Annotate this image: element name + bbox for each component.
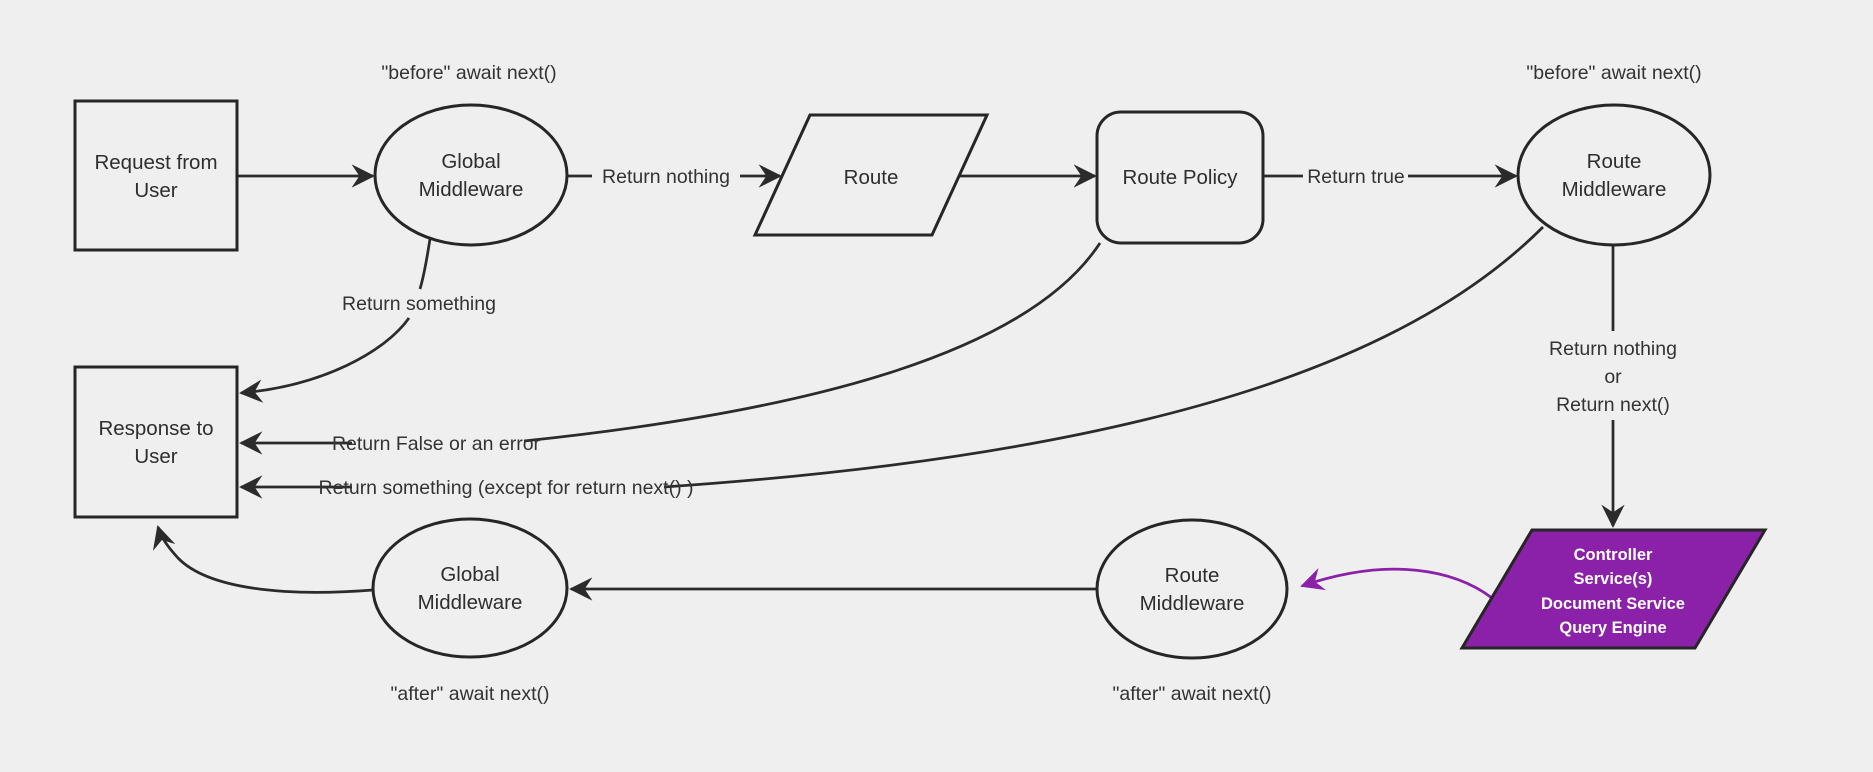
edge-route-policy-return-false-curve bbox=[523, 242, 1102, 443]
edge-global-middleware-return-something-stub bbox=[418, 238, 432, 290]
node-global-middleware-top-label-line1: Global bbox=[441, 150, 500, 173]
node-controller-services-label-line1: Controller bbox=[1574, 546, 1653, 564]
node-route-policy bbox=[1095, 110, 1265, 245]
edge-label-return-nothing-top: Return nothing bbox=[602, 166, 730, 188]
edge-label-return-nothing-or-line2: or bbox=[1604, 366, 1622, 388]
edge-label-return-nothing-or-line3: Return next() bbox=[1556, 394, 1670, 416]
edge-label-before-await-next-left: "before" await next() bbox=[381, 62, 556, 84]
edge-label-return-something-except: Return something (except for return next… bbox=[319, 477, 694, 499]
node-controller-services bbox=[1459, 528, 1768, 650]
edge-label-return-true: Return true bbox=[1307, 166, 1405, 188]
edge-label-return-something: Return something bbox=[342, 293, 496, 315]
edge-label-after-await-next-left: "after" await next() bbox=[390, 683, 549, 705]
node-controller-services-label-line4: Query Engine bbox=[1559, 619, 1666, 637]
edge-label-return-false-or-error: Return False or an error bbox=[332, 433, 541, 455]
node-global-middleware-top bbox=[373, 103, 569, 247]
node-global-middleware-top-label-line2: Middleware bbox=[419, 178, 524, 201]
edge-controller-to-route-middleware-purple bbox=[1300, 567, 1493, 600]
edge-global-middleware-to-response bbox=[152, 525, 374, 594]
node-route-middleware-top-label-line2: Middleware bbox=[1562, 178, 1667, 201]
node-route-middleware-bottom-label-line1: Route bbox=[1165, 564, 1220, 587]
node-route-middleware-top-label-line1: Route bbox=[1587, 150, 1642, 173]
edge-label-return-nothing-or-line1: Return nothing bbox=[1549, 338, 1677, 360]
node-route-policy-label: Route Policy bbox=[1122, 166, 1238, 189]
edge-route-middleware-return-something-curve bbox=[663, 226, 1544, 489]
node-request-from-user-label-line1: Request from bbox=[94, 151, 217, 174]
edge-label-before-await-next-right: "before" await next() bbox=[1526, 62, 1701, 84]
node-route-label: Route bbox=[844, 166, 899, 189]
edge-labels: "before" await next() "before" await nex… bbox=[319, 62, 1702, 705]
node-request-from-user bbox=[73, 99, 239, 252]
node-request-from-user-label-line2: User bbox=[134, 179, 177, 202]
edge-return-something-to-response bbox=[239, 317, 411, 403]
node-global-middleware-bottom bbox=[371, 517, 569, 659]
edge-label-after-await-next-right: "after" await next() bbox=[1112, 683, 1271, 705]
node-global-middleware-bottom-label-line2: Middleware bbox=[418, 591, 523, 614]
node-route-middleware-bottom bbox=[1095, 518, 1289, 660]
node-controller-services-label-line3: Document Service bbox=[1541, 595, 1685, 613]
node-route-middleware-bottom-label-line2: Middleware bbox=[1140, 592, 1245, 615]
node-response-to-user bbox=[73, 365, 239, 519]
node-route-middleware-top bbox=[1516, 103, 1712, 247]
node-response-to-user-label-line2: User bbox=[134, 445, 177, 468]
node-response-to-user-label-line1: Response to bbox=[98, 417, 213, 440]
nodes: Request from User Global Middleware Rout… bbox=[73, 99, 1768, 660]
edges bbox=[152, 164, 1625, 601]
node-route bbox=[752, 113, 990, 237]
node-global-middleware-bottom-label-line1: Global bbox=[440, 563, 499, 586]
node-controller-services-label-line2: Service(s) bbox=[1574, 570, 1653, 588]
